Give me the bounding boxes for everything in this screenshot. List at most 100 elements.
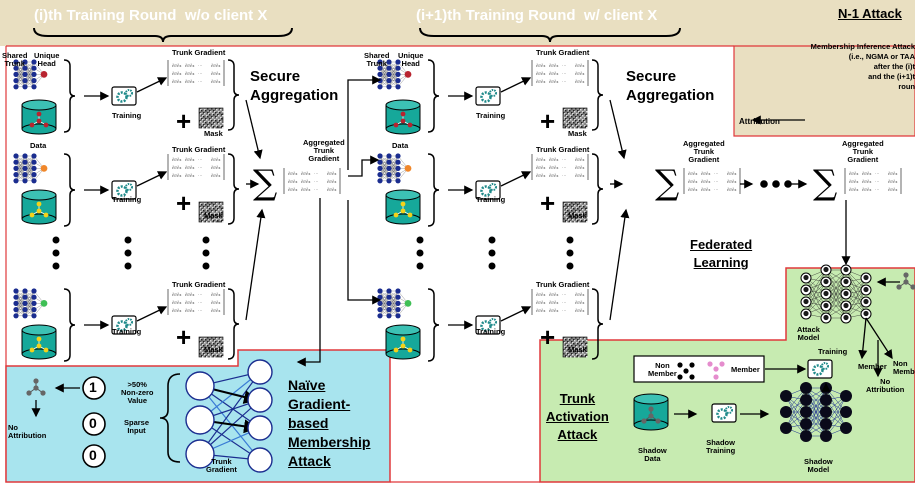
g1-client0-data-graph-node xyxy=(400,111,406,117)
g0-client2-mask-noise-px xyxy=(203,341,205,343)
g1-client2-gradient-cell: ∂f/∂x xyxy=(536,292,546,297)
chain-dot xyxy=(760,180,768,188)
g1-client1-data-graph-node xyxy=(400,201,406,207)
g0-client0-gradient-cell: ∂f/∂x xyxy=(172,63,182,68)
g1-client0-gradient-cell: ∂f/∂x xyxy=(549,79,559,84)
g0-client1-mask-noise-px xyxy=(207,202,209,204)
g1-client2-mask-noise-px xyxy=(582,344,584,346)
g1-client0-data-graph-node xyxy=(393,122,399,128)
skull-icon xyxy=(803,274,809,281)
shadow-model-neuron xyxy=(820,430,832,442)
g0-client0-mask-noise-px xyxy=(200,109,202,111)
aggregated-gradient-2-cell: ··· xyxy=(714,179,719,184)
g1-client2-mask-noise-px xyxy=(576,350,578,352)
skull-icon xyxy=(823,266,829,273)
g0-client2-mask-noise-px xyxy=(222,340,224,342)
skull-icon xyxy=(843,266,849,273)
distribute-to-client0 xyxy=(347,75,382,170)
attack-model-label: Attack Model xyxy=(797,325,820,342)
aggregated-gradient-2-cell: ∂f/∂x xyxy=(701,179,711,184)
unique-head-label-2: Unique Head xyxy=(398,51,424,68)
attack-model-edge xyxy=(805,281,827,315)
g0-client1-net-neuron xyxy=(31,172,37,178)
g1-client1-mask-noise-px xyxy=(576,219,578,221)
g1-client0-mask-noise-px xyxy=(566,119,568,121)
g0-client2-mask-noise-px xyxy=(200,346,202,348)
g1-client2-gradient-cell: ··· xyxy=(562,300,567,305)
g0-client1-net-neuron xyxy=(22,159,28,165)
g1-client2-mask-noise-px xyxy=(572,354,574,356)
g0-client2-gradient-cell: ∂f/∂x xyxy=(172,292,182,297)
g0-client0-mask-noise-px xyxy=(207,112,209,114)
g1-client2-mask-noise-px xyxy=(575,337,577,339)
g0-client0-mask-noise-px xyxy=(200,117,202,119)
secure-aggregation-label-1: Secure Aggregation xyxy=(250,68,339,104)
g0-client2-mask-noise-px xyxy=(217,351,219,353)
g1-client0-mask-noise-px xyxy=(576,125,578,127)
g0-client0-gradient-cell: ··· xyxy=(198,79,203,84)
g1-client2-mask-noise-px xyxy=(579,349,581,351)
g1-client1-mask-noise-px xyxy=(568,207,570,209)
round-i1-to-sigma xyxy=(609,208,630,321)
g0-client2-gradient-cell: ∂f/∂x xyxy=(211,300,221,305)
g0-client2-gradient-cell: ∂f/∂x xyxy=(172,300,182,305)
g1-client2-mask-noise-px xyxy=(585,355,587,357)
g1-client0-mask-noise-px xyxy=(569,122,571,124)
g1-client0-mask-noise-px xyxy=(578,111,580,113)
g1-client2-mask-noise-px xyxy=(571,345,573,347)
g1-client2-mask-noise-px xyxy=(580,354,582,356)
g0-client1-gradient-cell: ∂f/∂x xyxy=(211,173,221,178)
g0-client1-net-neuron xyxy=(31,153,37,159)
shadow-model-edge xyxy=(785,395,807,437)
g0-client0-mask-noise-px xyxy=(221,114,223,116)
g1-client2-mask-noise-px xyxy=(566,356,568,358)
g1-client2-mask-noise-px xyxy=(573,339,575,341)
g1-client2-net-edge xyxy=(379,297,390,316)
g1-client2-mask-noise-px xyxy=(582,340,584,342)
aggregated-gradient-1-cell: ∂f/∂x xyxy=(288,187,298,192)
g0-client2-mask-noise-px xyxy=(200,342,202,344)
skull-icon xyxy=(843,278,849,285)
g0-client2-mask-noise-px xyxy=(209,339,211,341)
membership-label-box xyxy=(633,355,765,383)
skull-icon xyxy=(823,290,829,297)
g1-client1-mask-noise-px xyxy=(571,210,573,212)
g0-client2-mask-noise-px xyxy=(201,355,203,357)
skull-icon xyxy=(803,298,809,305)
g0-client0-gradient-cell: ∂f/∂x xyxy=(172,79,182,84)
aggregated-gradient-1-cell: ∂f/∂x xyxy=(327,187,337,192)
g1-client0-mask-noise-px xyxy=(582,111,584,113)
g1-client1-mask-noise-px xyxy=(577,216,579,218)
g1-client0-mask-noise-px xyxy=(575,124,577,126)
g0-client2-mask-noise-px xyxy=(205,339,207,341)
g0-client2-data-graph-node xyxy=(29,347,35,353)
g1-client1-mask-noise-px xyxy=(564,203,566,205)
g0-client2-data-cylinder-bottom xyxy=(21,348,57,360)
g1-client1-net-edge xyxy=(388,155,399,175)
aggregated-gradient-3-cell: ∂f/∂x xyxy=(862,171,872,176)
g0-client2-gradient-cell: ∂f/∂x xyxy=(172,308,182,313)
g0-client2-mask-noise-px xyxy=(217,343,219,345)
g0-client2-mask-noise-px xyxy=(212,342,214,344)
skull-icon xyxy=(803,286,809,293)
round-i-to-sigma xyxy=(245,99,263,160)
g0-client1-net-neuron xyxy=(13,153,19,159)
g1-client2-mask-noise-px xyxy=(563,353,565,355)
g1-client2-mask-noise-px xyxy=(578,352,580,354)
g1-client0-mask-noise-px xyxy=(569,126,571,128)
shadow-model-neuron xyxy=(800,394,812,406)
g1-client0-mask-noise-px xyxy=(580,113,582,115)
g1-client1-mask-noise-px xyxy=(582,209,584,211)
g0-client0-gradient-cell: ∂f/∂x xyxy=(185,63,195,68)
g1-client0-mask-noise-px xyxy=(580,125,582,127)
g0-client0-mask-noise-px xyxy=(206,127,208,129)
g1-client0-mask-noise-px xyxy=(567,116,569,118)
g0-client0-mask-noise-px xyxy=(202,123,204,125)
trunk-gradient-label-1: Trunk Gradient xyxy=(172,48,226,57)
federated-learning-label: Federated Learning xyxy=(690,237,753,270)
shared-trunk-label-2: Shared Trunk xyxy=(364,51,390,68)
g0-client0-to-gradient xyxy=(136,77,168,93)
naive-trunk-gradient-label: Trunk Gradient xyxy=(206,457,237,474)
g0-client2-net-neuron xyxy=(22,300,28,306)
g0-client0-mask-noise-px xyxy=(206,119,208,121)
